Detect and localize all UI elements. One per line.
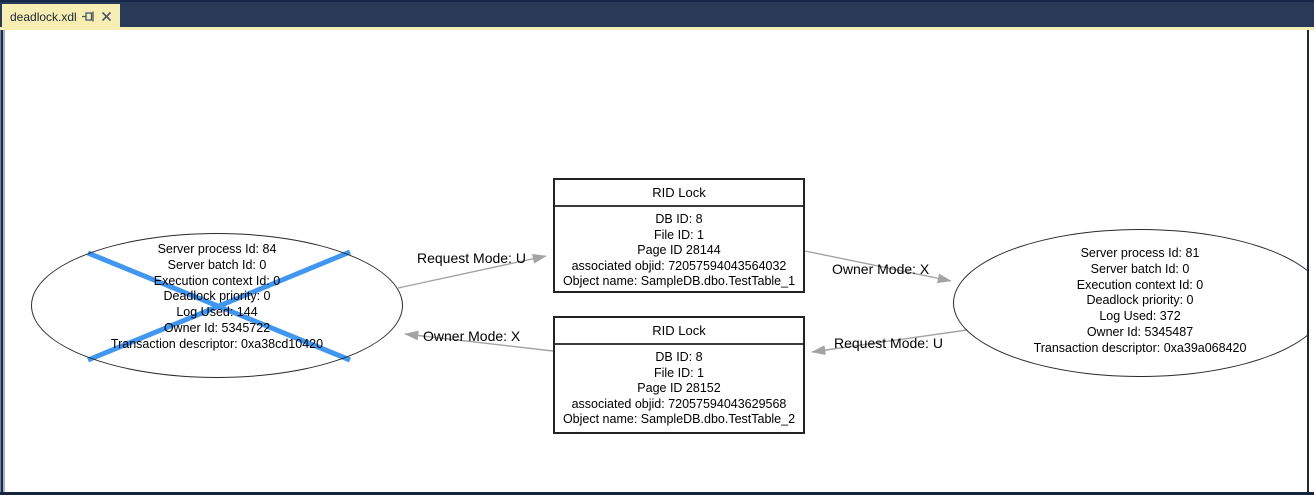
detail-line: DB ID: 8	[655, 212, 703, 226]
detail-line: Execution context Id: 0	[1076, 277, 1204, 292]
window-border-left-dark	[1, 0, 3, 495]
edge-owner-right	[804, 250, 952, 284]
detail-line: Server batch Id: 0	[167, 257, 267, 272]
edge-request-left	[397, 254, 547, 289]
process-node-right[interactable]	[953, 229, 1314, 377]
detail-line: Execution context Id: 0	[153, 273, 281, 288]
window-border-left	[0, 0, 1, 495]
lock-title: RID Lock	[555, 318, 803, 345]
lock-title: RID Lock	[555, 180, 803, 207]
detail-line: Log Used: 144	[176, 305, 258, 320]
detail-line: DB ID: 8	[655, 350, 703, 364]
process-victim-details: Server process Id: 84 Server batch Id: 0…	[64, 242, 370, 353]
detail-line: Object name: SampleDB.dbo.TestTable_1	[562, 274, 796, 288]
edge-owner-left	[404, 330, 554, 352]
detail-line: Server batch Id: 0	[1090, 261, 1190, 276]
lock-node-top[interactable]: RID Lock DB ID: 8 File ID: 1 Page ID 281…	[553, 178, 805, 293]
edge-label-owner-right: Owner Mode: X	[832, 261, 930, 277]
pin-icon[interactable]	[81, 9, 96, 24]
process-node-victim[interactable]	[31, 233, 403, 378]
edge-request-right	[811, 329, 968, 355]
detail-line: Owner Id: 5345722	[163, 320, 271, 335]
detail-line: Deadlock priority: 0	[163, 289, 271, 304]
active-tab-accent-line	[0, 27, 1314, 30]
close-icon[interactable]	[99, 9, 114, 24]
detail-line: File ID: 1	[653, 227, 704, 242]
detail-line: associated objid: 72057594043564032	[571, 258, 787, 273]
document-tab-bar: deadlock.xdl	[0, 0, 1314, 29]
detail-line: Transaction descriptor: 0xa38cd10420	[110, 336, 324, 351]
detail-line: Object name: SampleDB.dbo.TestTable_2	[562, 412, 796, 426]
tab-deadlock-xdl[interactable]: deadlock.xdl	[2, 4, 120, 29]
edge-label-owner-left: Owner Mode: X	[423, 328, 521, 344]
right-clip-margin	[1309, 30, 1314, 492]
edge-label-request-left: Request Mode: U	[417, 250, 526, 266]
detail-line: File ID: 1	[653, 365, 704, 380]
detail-line: Server process Id: 81	[1080, 246, 1200, 260]
lock-details: DB ID: 8 File ID: 1 Page ID 28152 associ…	[555, 345, 803, 428]
window-border-left-light	[3, 29, 5, 492]
window-border-right	[1307, 30, 1309, 495]
detail-line: Server process Id: 84	[157, 242, 277, 256]
detail-line: associated objid: 72057594043629568	[571, 396, 787, 411]
lock-node-bottom[interactable]: RID Lock DB ID: 8 File ID: 1 Page ID 281…	[553, 316, 805, 434]
lock-details: DB ID: 8 File ID: 1 Page ID 28144 associ…	[555, 207, 803, 290]
edge-label-request-right: Request Mode: U	[834, 335, 943, 351]
tab-title: deadlock.xdl	[10, 9, 77, 24]
detail-line: Deadlock priority: 0	[1086, 293, 1194, 308]
detail-line: Owner Id: 5345487	[1086, 324, 1194, 339]
detail-line: Page ID 28144	[637, 243, 721, 257]
deadlock-graph-canvas[interactable]: Server process Id: 84 Server batch Id: 0…	[0, 30, 1314, 492]
detail-line: Transaction descriptor: 0xa39a068420	[1033, 340, 1247, 355]
process-right-details: Server process Id: 81 Server batch Id: 0…	[983, 246, 1297, 357]
detail-line: Page ID 28152	[637, 381, 721, 395]
detail-line: Log Used: 372	[1099, 309, 1181, 324]
window-border-bottom	[0, 492, 1314, 495]
